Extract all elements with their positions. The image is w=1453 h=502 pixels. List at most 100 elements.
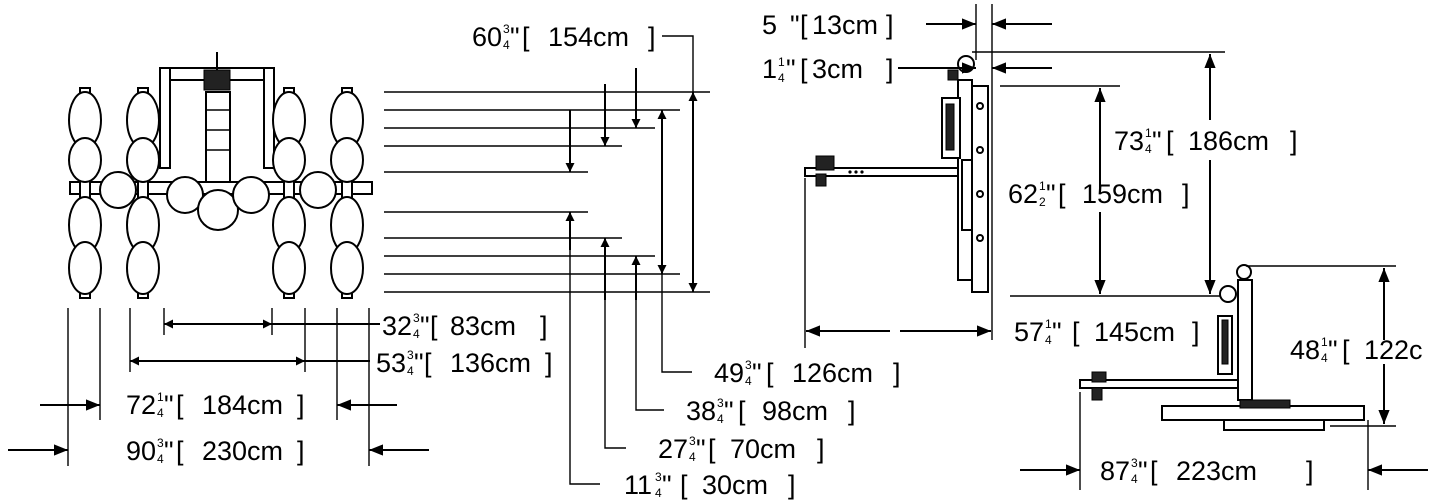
height-dim-3-den: 4 [717, 412, 724, 426]
flat-height-num: 1 [1321, 335, 1328, 349]
overall-height-metric: 186cm [1188, 126, 1269, 156]
overall-height-num: 1 [1145, 126, 1152, 140]
reach-bracket-r: ] [1192, 317, 1200, 347]
pad-height-inch: " [1046, 179, 1056, 209]
width-dim-2-inch: " [414, 348, 424, 378]
width-dim-4-num: 3 [157, 436, 164, 450]
pad-height-bracket-r: ] [1182, 179, 1190, 209]
height-dim-4-num: 3 [689, 434, 696, 448]
flat-height-dim: 48 [1290, 335, 1320, 365]
hook-offset-num: 1 [778, 55, 785, 69]
height-dim-1-num: 3 [503, 22, 510, 36]
reach-metric: 145cm [1094, 317, 1175, 347]
height-dim-1-den: 4 [503, 38, 510, 52]
height-dim-2-den: 4 [745, 374, 752, 388]
top-offset-dim: 5 [762, 10, 777, 40]
flat-view-lifter [1079, 264, 1365, 431]
top-offset-inch: " [790, 10, 800, 40]
side-view-lifter [804, 55, 989, 293]
top-offset-metric: 13cm [812, 10, 878, 40]
height-dim-1-inch: " [510, 22, 520, 52]
flat-length-bracket-r: ] [1306, 456, 1314, 486]
height-dim-5-bracket-l: [ [680, 470, 688, 500]
flat-view-dimension-lines [1020, 265, 1428, 490]
width-dim-3-inch: " [164, 390, 174, 420]
height-dim-5-den: 4 [655, 486, 662, 500]
front-height-extension-lines [384, 91, 710, 293]
height-dim-3-num: 3 [717, 396, 724, 410]
height-dim-4-metric: 70cm [730, 434, 796, 464]
width-dim-2-metric: 136cm [450, 348, 531, 378]
width-dim-4: 90 [126, 436, 156, 466]
hook-offset-dim: 1 [762, 54, 777, 84]
height-dim-5-inch: " [662, 470, 672, 500]
height-dim-2-bracket-r: ] [893, 358, 901, 388]
pad-height-bracket-l: [ [1058, 179, 1066, 209]
front-view-lifter [68, 52, 373, 299]
height-dim-3-bracket-l: [ [738, 396, 746, 426]
flat-height-inch: " [1328, 335, 1338, 365]
height-dim-1: 60 [472, 22, 502, 52]
overall-height-bracket-l: [ [1166, 126, 1174, 156]
overall-height-dim: 73 [1114, 126, 1144, 156]
height-dim-4-den: 4 [689, 450, 696, 464]
height-dim-3: 38 [686, 396, 716, 426]
height-dim-5-metric: 30cm [702, 470, 768, 500]
width-dim-1-num: 3 [413, 311, 420, 325]
width-dim-3-bracket-r: ] [297, 390, 305, 420]
height-dim-5-num: 3 [655, 470, 662, 484]
height-dim-4: 27 [658, 434, 688, 464]
hook-offset-bracket-l: [ [800, 54, 808, 84]
side-view-dimension-lines [804, 4, 1225, 348]
flat-length-dim: 87 [1100, 456, 1130, 486]
width-dim-2-den: 4 [407, 364, 414, 378]
width-dim-1-inch: " [420, 311, 430, 341]
width-dim-3-bracket-l: [ [176, 390, 184, 420]
width-dim-4-metric: 230cm [202, 436, 283, 466]
pad-height-metric: 159cm [1082, 179, 1163, 209]
flat-length-metric: 223cm [1176, 456, 1257, 486]
width-dim-2: 53 [376, 348, 406, 378]
top-offset-bracket-l: [ [800, 10, 808, 40]
pad-column-3 [272, 87, 306, 299]
width-dim-3-den: 4 [157, 406, 164, 420]
height-dim-3-inch: " [724, 396, 734, 426]
width-dim-2-bracket-r: ] [545, 348, 553, 378]
reach-num: 1 [1045, 317, 1052, 331]
width-dim-4-bracket-l: [ [176, 436, 184, 466]
height-dim-2-inch: " [752, 358, 762, 388]
height-dim-2-bracket-l: [ [766, 358, 774, 388]
reach-den: 4 [1045, 333, 1052, 347]
width-dim-4-den: 4 [157, 452, 164, 466]
width-dim-1-den: 4 [413, 327, 420, 341]
pad-height-num: 1 [1039, 179, 1046, 193]
front-width-dimension-lines [8, 319, 429, 456]
hook-offset-inch: " [786, 54, 796, 84]
pad-column-2 [126, 87, 160, 299]
width-dim-2-num: 3 [407, 348, 414, 362]
reach-bracket-l: [ [1072, 317, 1080, 347]
width-dim-1-bracket-l: [ [430, 311, 438, 341]
width-dim-1: 32 [382, 311, 412, 341]
flat-length-den: 4 [1131, 472, 1138, 486]
height-dim-4-bracket-l: [ [708, 434, 716, 464]
height-dim-2-metric: 126cm [792, 358, 873, 388]
overall-height-inch: " [1152, 126, 1162, 156]
height-dim-4-bracket-r: ] [817, 434, 825, 464]
front-height-dimension-lines [565, 35, 698, 485]
hook-offset-bracket-r: ] [886, 54, 894, 84]
flat-length-num: 3 [1131, 456, 1138, 470]
width-dim-3-num: 1 [157, 390, 164, 404]
width-dim-1-bracket-r: ] [540, 311, 548, 341]
pad-height-den: 2 [1039, 195, 1046, 209]
pad-column-1 [68, 87, 102, 299]
width-dim-4-inch: " [164, 436, 174, 466]
height-dim-1-bracket-r: ] [648, 22, 656, 52]
width-dim-3: 72 [126, 390, 156, 420]
height-dim-1-bracket-l: [ [522, 22, 530, 52]
width-dim-1-metric: 83cm [450, 311, 516, 341]
top-offset-bracket-r: ] [886, 10, 894, 40]
height-dim-2-num: 3 [745, 358, 752, 372]
height-dim-4-inch: " [696, 434, 706, 464]
